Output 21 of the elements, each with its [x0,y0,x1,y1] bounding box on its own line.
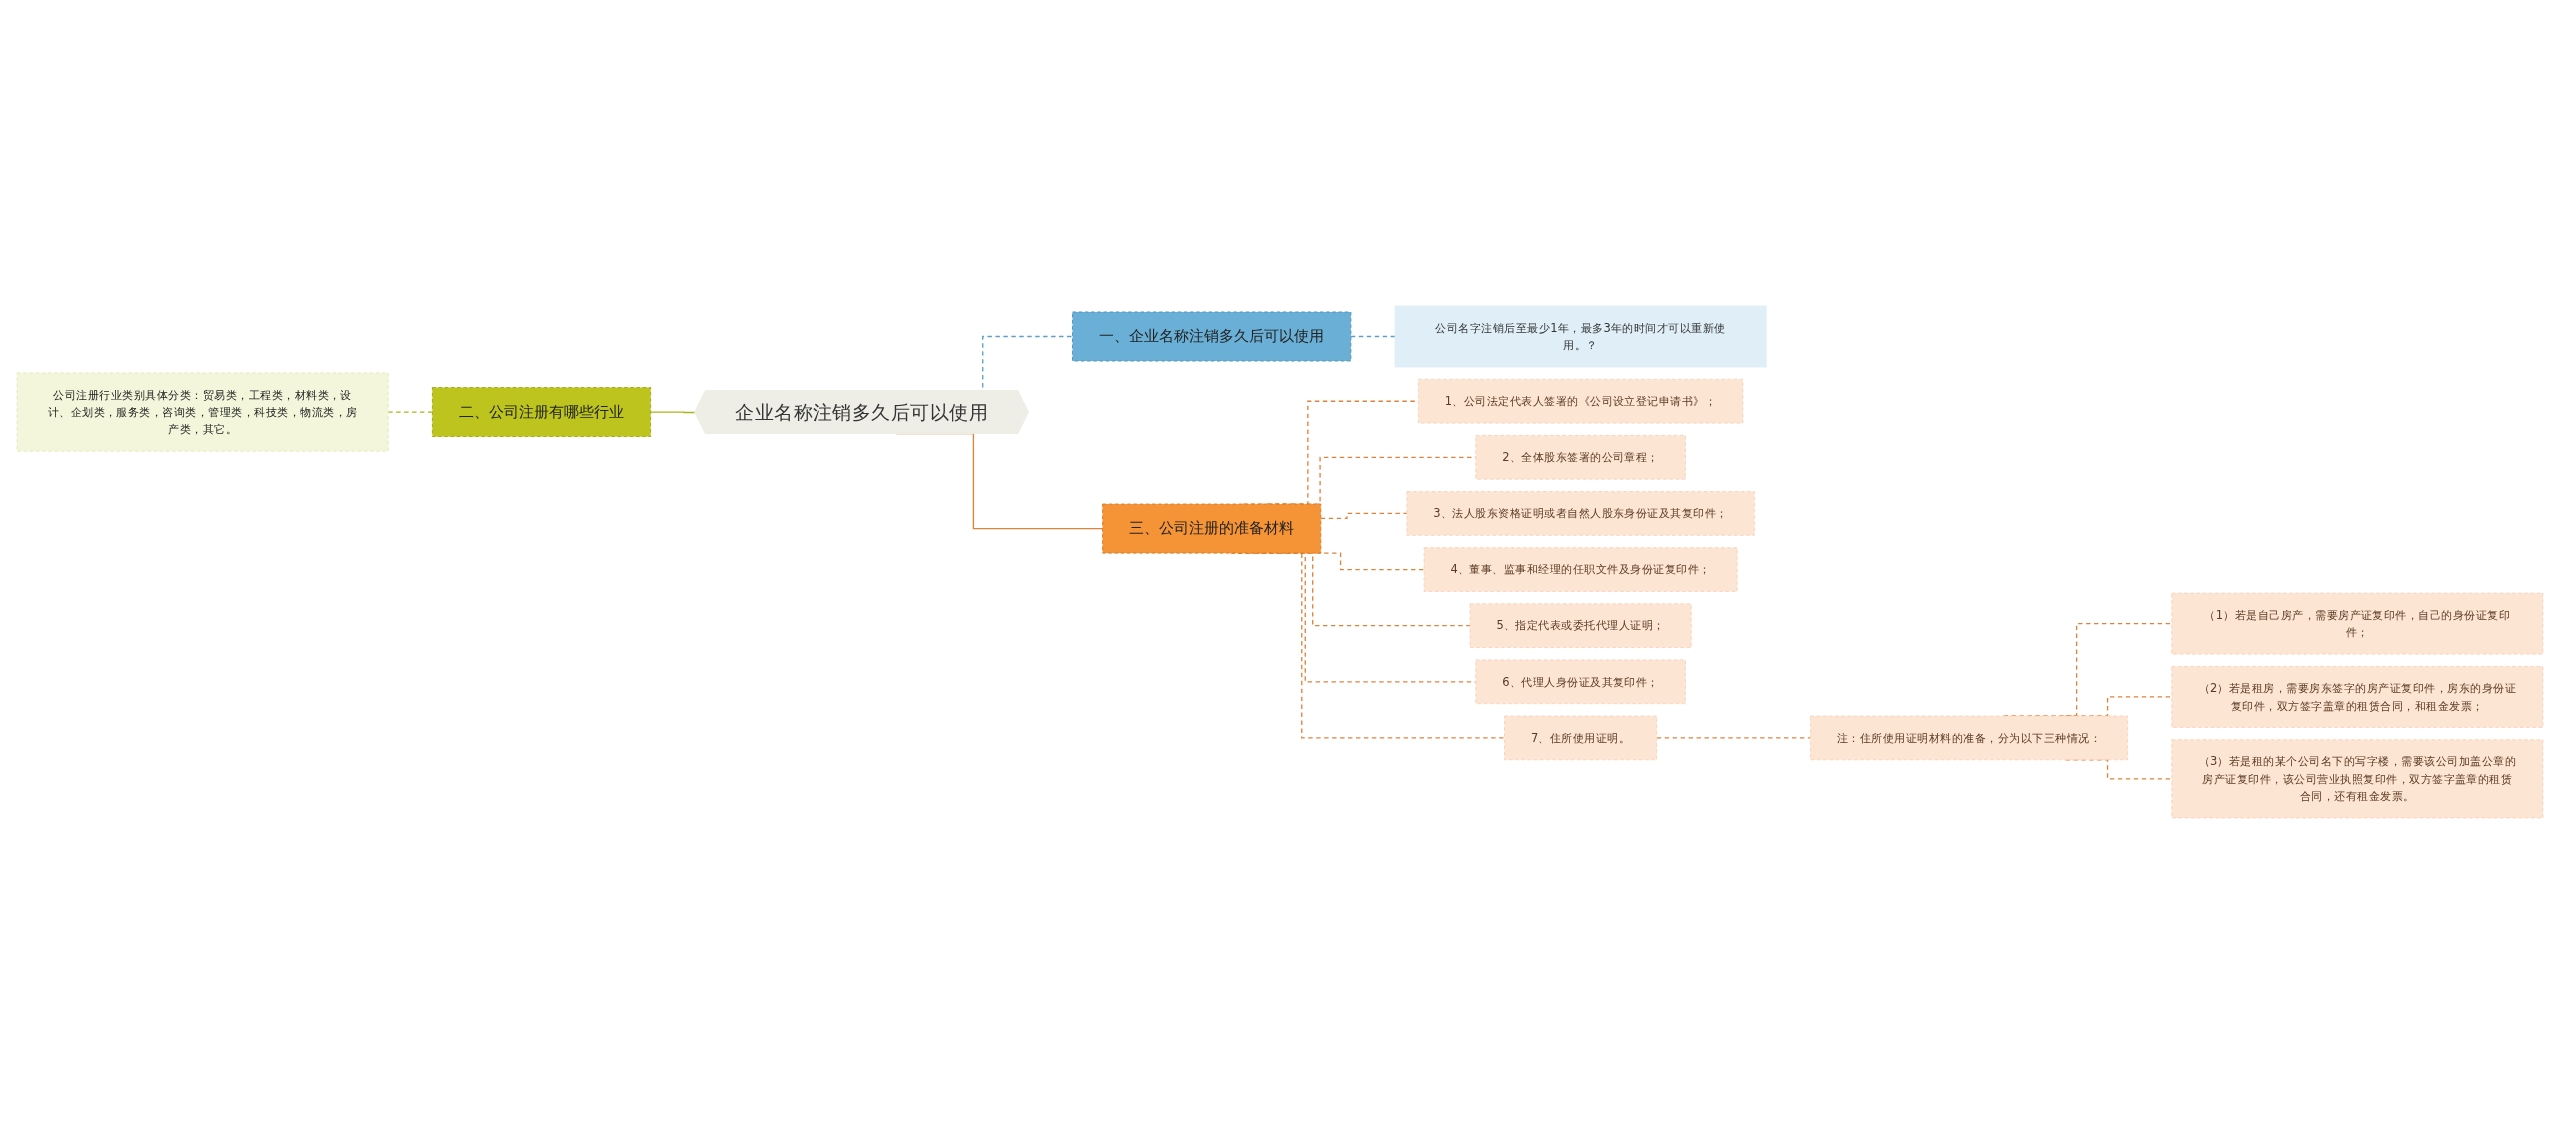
node-box: （1）若是自己房产，需要房产证复印件，自己的身份证复印件； [2171,592,2544,654]
connector [1656,736,1812,739]
connector [1320,512,1408,519]
node-box: 一、企业名称注销多久后可以使用 [1072,311,1352,361]
node-box: （3）若是租的某个公司名下的写字楼，需要该公司加盖公章的房产证复印件，该公司营业执照复印件，双方签字盖章的租赁合同，还有租金发票。 [2171,738,2544,818]
node-box: 4、董事、监事和经理的任职文件及身份证复印件； [1423,546,1738,592]
connector [650,410,696,413]
node-box: 7、住所使用证明。 [1504,715,1658,760]
node-box: 2、全体股东签署的公司章程； [1475,434,1686,480]
node-box: （2）若是租房，需要房东签字的房产证复印件，房东的身份证复印件，双方签字盖章的租赁合同，和租金发票； [2171,665,2544,728]
node-box: 1、公司法定代表人签署的《公司设立登记申请书》； [1417,378,1744,424]
node-box: 5、指定代表或委托代理人证明； [1469,602,1692,648]
node-box: 公司注册行业类别具体分类：贸易类，工程类，材料类，设计、企划类，服务类，咨询类，管理类，科技类，物流类，房产类，其它。 [16,372,389,452]
node-box: 6、代理人身份证及其复印件； [1475,658,1686,704]
node-box: 3、法人股东资格证明或者自然人股东身份证及其复印件； [1406,490,1755,536]
connector [1350,335,1396,337]
node-box: 二、公司注册有哪些行业 [431,386,652,437]
connector [387,410,434,413]
node-box: 三、公司注册的准备材料 [1102,503,1322,554]
node-box: 公司名字注销后至最少1年，最多3年的时间才可以重新使用。？ [1394,305,1767,367]
node-box: 注：住所使用证明材料的准备，分为以下三种情况： [1809,715,2129,760]
